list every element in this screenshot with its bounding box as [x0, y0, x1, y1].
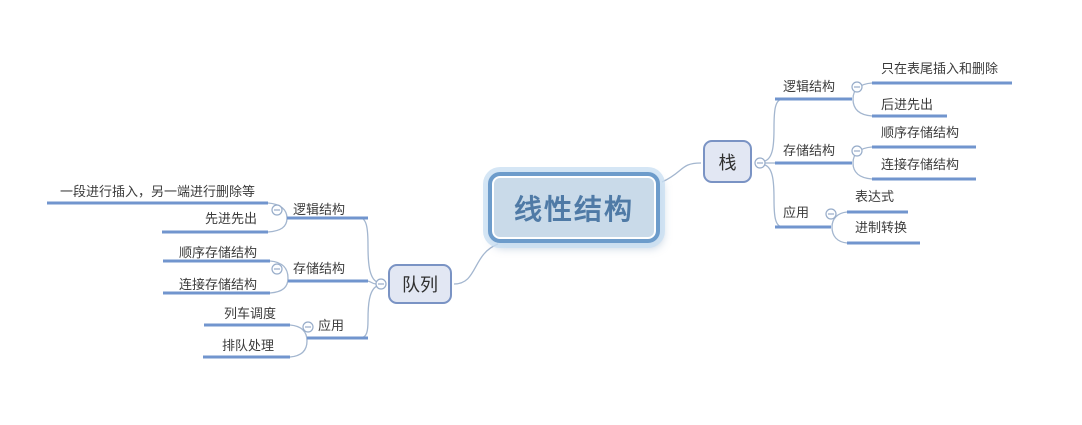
leaf-stack-tail-insert-delete[interactable]: 只在表尾插入和删除	[881, 62, 999, 77]
leaf-queue-linked-storage[interactable]: 连接存储结构	[178, 278, 257, 293]
connector-queue-application	[359, 285, 378, 339]
subtopic-queue-logical[interactable]: 逻辑结构	[293, 203, 346, 218]
collapse-icon[interactable]	[754, 157, 766, 169]
leaf-queue-insert-one-end[interactable]: 一段进行插入，另一端进行删除等	[59, 185, 255, 200]
subtopic-queue-storage[interactable]: 存储结构	[293, 262, 346, 277]
subtopic-stack-storage[interactable]: 存储结构	[783, 144, 836, 159]
leaf-stack-base-conversion[interactable]: 进制转换	[855, 221, 908, 236]
collapse-icon[interactable]	[271, 204, 283, 216]
collapse-icon[interactable]	[302, 321, 314, 333]
collapse-icon[interactable]	[825, 208, 837, 220]
collapse-icon[interactable]	[851, 81, 863, 93]
connector-stack-application	[764, 164, 784, 228]
connector-central-queue	[453, 243, 499, 285]
connector-central-stack	[661, 162, 702, 183]
central-topic[interactable]: 线性结构	[488, 172, 660, 243]
collapse-icon[interactable]	[271, 263, 283, 275]
leaf-stack-lifo[interactable]: 后进先出	[881, 98, 934, 113]
leaf-queue-train-scheduling[interactable]: 列车调度	[223, 307, 276, 322]
brace-stack-storage	[852, 146, 873, 180]
connector-queue-logical	[359, 217, 378, 283]
brace-stack-logical	[852, 82, 873, 117]
leaf-queue-fifo[interactable]: 先进先出	[204, 212, 257, 227]
collapse-icon[interactable]	[375, 278, 387, 290]
connector-stack-logical	[764, 98, 784, 162]
connector-queue-storage	[366, 280, 377, 285]
leaf-stack-sequential-storage[interactable]: 顺序存储结构	[881, 126, 960, 141]
subtopic-stack-logical[interactable]: 逻辑结构	[783, 80, 836, 95]
leaf-queue-queuing-process[interactable]: 排队处理	[221, 339, 274, 354]
collapse-icon[interactable]	[851, 145, 863, 157]
brace-stack-application	[831, 211, 848, 244]
leaf-queue-sequential-storage[interactable]: 顺序存储结构	[178, 246, 257, 261]
subtopic-queue-application[interactable]: 应用	[318, 319, 345, 334]
leaf-stack-linked-storage[interactable]: 连接存储结构	[881, 158, 960, 173]
brace-queue-storage	[269, 260, 289, 294]
leaf-stack-expression[interactable]: 表达式	[855, 190, 895, 205]
main-topic-queue[interactable]: 队列	[388, 264, 452, 304]
subtopic-stack-application[interactable]: 应用	[783, 206, 810, 221]
brace-queue-application	[289, 324, 308, 358]
main-topic-stack[interactable]: 栈	[703, 140, 752, 183]
